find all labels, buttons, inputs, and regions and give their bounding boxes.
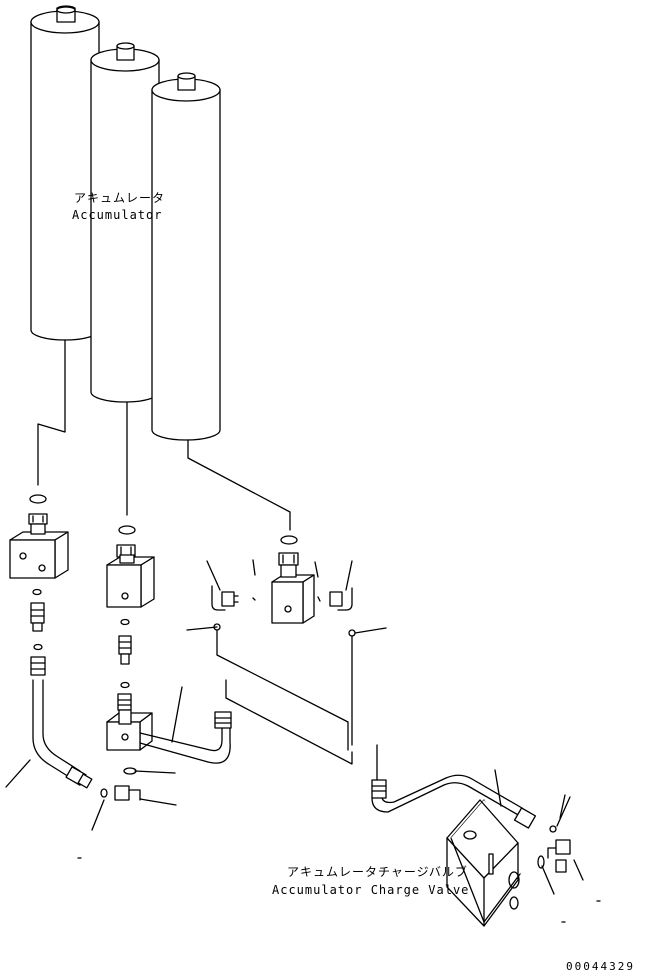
charge-valve-label-jp: アキュムレータチャージバルブ [287,864,468,879]
tube-lines [216,629,378,781]
small-marks [77,857,601,923]
accumulator-charge-valve [446,799,521,927]
leader-tick-marks [252,559,321,602]
hose-middle [139,711,232,764]
accumulator-middle [90,42,160,403]
charge-valve-label-en: Accumulator Charge Valve [272,883,469,897]
accumulator-label-en: Accumulator [72,208,162,222]
fittings [30,602,132,711]
manifold-block [106,709,153,751]
accumulator-right [151,72,221,441]
hose-left [32,679,93,789]
accumulator-label-jp: アキュムレータ [74,191,165,205]
leader-lines [5,560,584,895]
elbow-fittings [114,585,571,873]
hose-right [371,774,537,829]
valve-block-right [271,552,315,624]
accumulator-left [30,5,100,341]
drawing-number: 00044329 [566,960,635,973]
valve-block-middle [106,544,155,608]
accumulator-outlet-lines [37,339,291,531]
valve-block-left [9,513,69,579]
